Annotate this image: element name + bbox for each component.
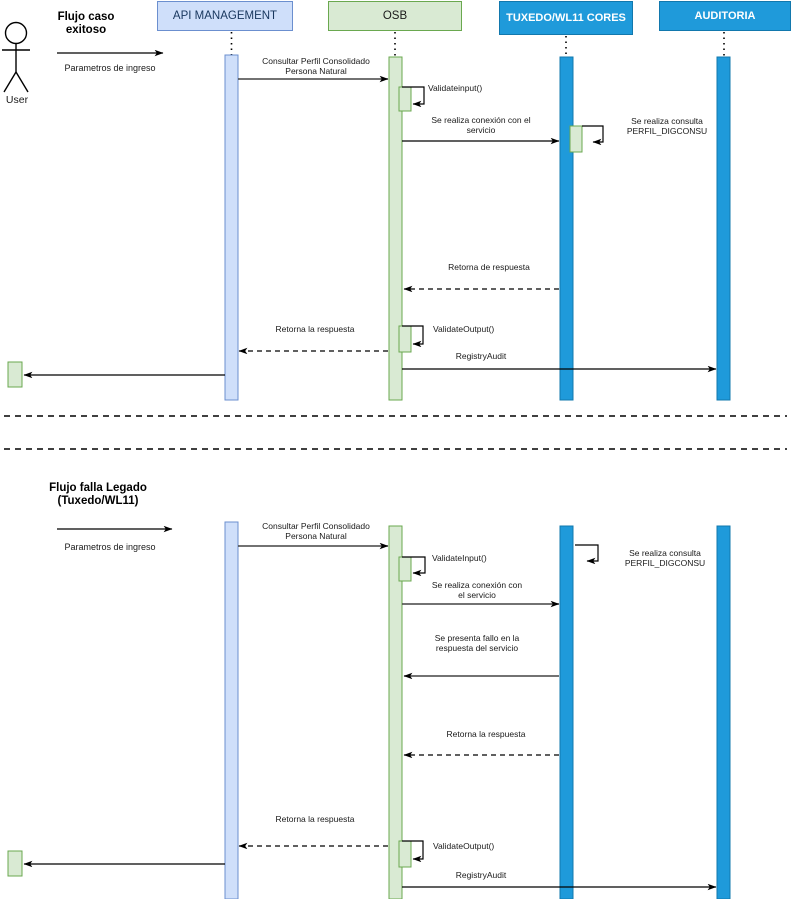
- flow1-entry-label: Parametros de ingreso: [64, 63, 156, 73]
- lifeline-header-auditoria[interactable]: AUDITORIA: [659, 1, 791, 31]
- actor-user-figure: [2, 21, 30, 93]
- lifeline-header-api-label: API MANAGEMENT: [172, 9, 278, 22]
- flow1-msg-m7-label: ValidateOutput(): [433, 324, 495, 334]
- arrow-m2-self-flow1: [402, 86, 425, 108]
- arrow-m4-self-flow1: [582, 125, 604, 146]
- flow2-msg-n2-label: ValidateInput(): [432, 553, 487, 563]
- flow2-entry-label: Parametros de ingreso: [64, 542, 156, 552]
- return-box-user-flow1: [7, 361, 23, 388]
- flow1-msg-m3-label: Se realiza conexión con el servicio: [431, 115, 531, 135]
- lifeline-header-tuxedo[interactable]: TUXEDO/WL11 CORES: [499, 1, 633, 35]
- activation-tuxedo-flow1: [559, 56, 574, 401]
- lifeline-header-osb[interactable]: OSB: [328, 1, 462, 31]
- lifeline-dots-flow1: [230, 32, 725, 58]
- activation-auditoria-flow2: [716, 525, 731, 899]
- lifeline-header-osb-label: OSB: [382, 9, 408, 22]
- flow2-msg-n1-label: Consultar Perfil Consolidado Persona Nat…: [262, 521, 370, 541]
- flow1-msg-m5-label: Retorna de respuesta: [448, 262, 530, 272]
- flow2-msg-n8-label: ValidateOutput(): [433, 841, 495, 851]
- sub-activation-osb-validateinput-flow1: [398, 86, 412, 112]
- return-box-user-flow2: [7, 850, 23, 877]
- lifeline-header-tuxedo-label: TUXEDO/WL11 CORES: [506, 11, 626, 24]
- flow1-title: Flujo caso exitoso: [57, 11, 115, 37]
- arrow-n2-self-flow2: [402, 556, 426, 577]
- flow2-msg-n3-label: Se realiza consulta PERFIL_DIGCONSU: [624, 548, 706, 568]
- sub-activation-osb-validateinput-flow2: [398, 556, 412, 582]
- flow1-msg-m6-label: Retorna la respuesta: [275, 324, 355, 334]
- lifeline-header-auditoria-label: AUDITORIA: [694, 9, 756, 22]
- flow1-msg-m1-label: Consultar Perfil Consolidado Persona Nat…: [262, 56, 370, 76]
- sub-activation-tuxedo-consulta-flow1: [569, 125, 583, 153]
- flow2-msg-n6-label: Retorna la respuesta: [446, 729, 526, 739]
- flow2-msg-n7-label: Retorna la respuesta: [275, 814, 355, 824]
- activation-api-flow1: [224, 54, 239, 401]
- actor-user-label: User: [5, 94, 29, 106]
- activation-api-flow2: [224, 521, 239, 899]
- sub-activation-osb-validateoutput-flow1: [398, 325, 412, 353]
- activation-osb-flow2: [388, 525, 403, 899]
- lifeline-header-api[interactable]: API MANAGEMENT: [157, 1, 293, 31]
- activation-auditoria-flow1: [716, 56, 731, 401]
- arrow-n8-self-flow2: [402, 840, 424, 863]
- flow2-msg-n5-label: Se presenta fallo en la respuesta del se…: [434, 633, 520, 653]
- activation-osb-flow1: [388, 56, 403, 401]
- flow2-msg-n9-label: RegistryAudit: [455, 870, 507, 880]
- flow1-msg-m4-label: Se realiza consulta PERFIL_DIGCONSU: [626, 116, 708, 136]
- activation-tuxedo-flow2: [559, 525, 574, 899]
- flow2-msg-n4-label: Se realiza conexión con el servicio: [431, 580, 523, 600]
- arrow-n3-self-flow2: [575, 544, 599, 565]
- sub-activation-osb-validateoutput-flow2: [398, 840, 412, 868]
- flow1-msg-m2-label: Validateinput(): [428, 83, 483, 93]
- flow2-title: Flujo falla Legado (Tuxedo/WL11): [49, 482, 147, 508]
- flow1-msg-m8-label: RegistryAudit: [455, 351, 507, 361]
- arrow-m7-self-flow1: [402, 325, 424, 348]
